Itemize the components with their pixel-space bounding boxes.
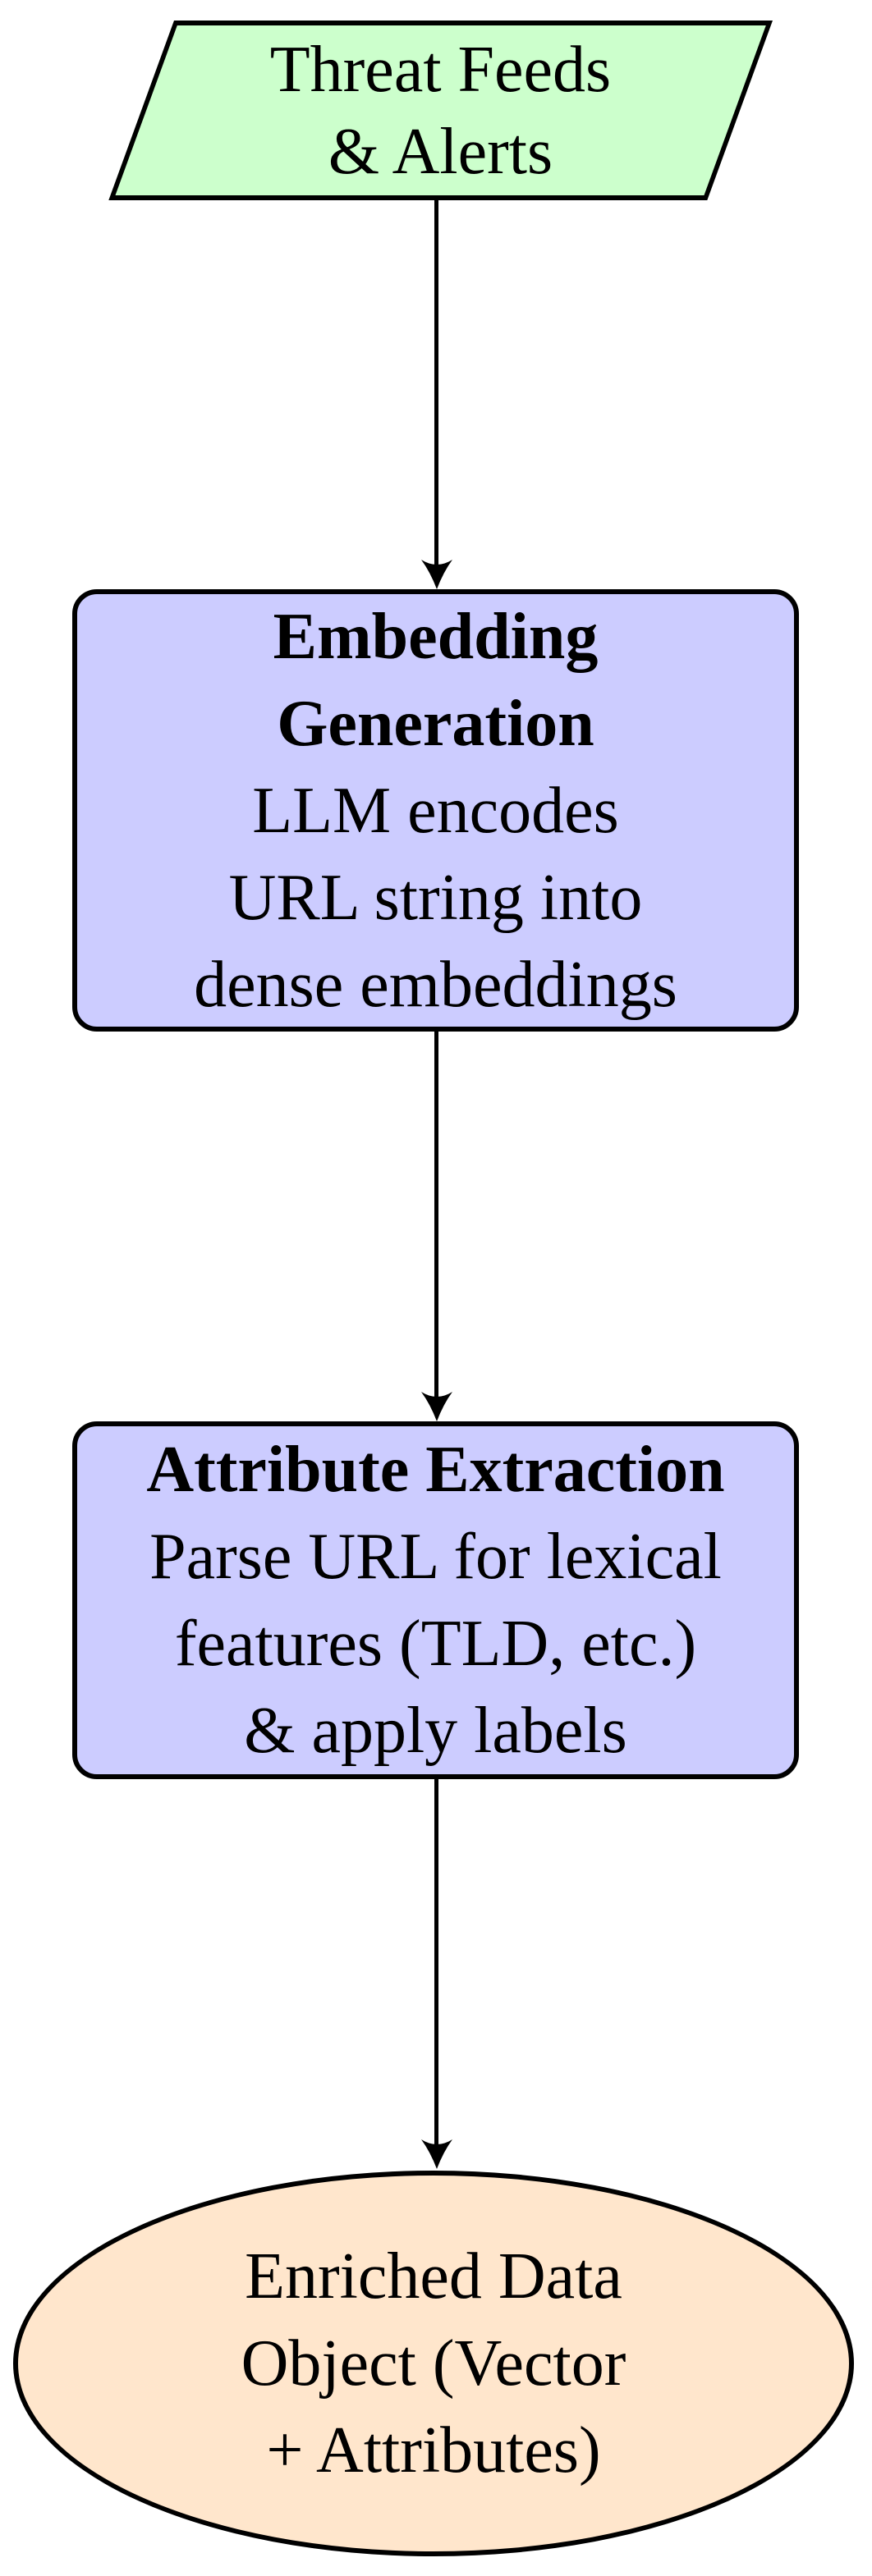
- threat-feeds-node-label: Threat Feeds & Alerts: [108, 21, 773, 200]
- node-label-line: LLM encodes: [252, 774, 619, 847]
- node-title-line: Embedding: [273, 600, 599, 673]
- arrow-stem: [434, 1032, 438, 1401]
- embedding-generation-node-label: Embedding Generation LLM encodes URL str…: [72, 589, 799, 1032]
- arrow-stem: [434, 1779, 438, 2148]
- node-label-line: features (TLD, etc.): [174, 1608, 697, 1680]
- node-label-line: Threat Feeds: [269, 33, 612, 106]
- node-label-line: & Alerts: [328, 115, 553, 188]
- attribute-extraction-node-shape: [72, 1421, 799, 1779]
- enriched-data-object-node-label: Enriched Data Object (Vector + Attribute…: [13, 2171, 854, 2556]
- arrowhead-down-icon: [421, 560, 452, 589]
- node-label-line: dense embeddings: [194, 948, 677, 1021]
- node-label-line: Parse URL for lexical: [149, 1521, 722, 1593]
- attribute-extraction-node-label: Attribute Extraction Parse URL for lexic…: [72, 1421, 799, 1779]
- arrowhead-down-icon: [421, 2139, 452, 2169]
- node-label-line: & apply labels: [244, 1695, 627, 1767]
- node-label-line: URL string into: [228, 861, 643, 934]
- node-label-line: + Attributes): [266, 2414, 601, 2487]
- node-title-line: Generation: [277, 687, 594, 760]
- enriched-data-object-node-shape: [13, 2171, 854, 2556]
- arrow-stem: [434, 200, 438, 570]
- node-title-line: Attribute Extraction: [146, 1434, 725, 1506]
- node-label-line: Object (Vector: [241, 2327, 626, 2400]
- node-label-line: Enriched Data: [245, 2240, 622, 2313]
- embedding-generation-node-shape: [72, 589, 799, 1032]
- arrowhead-down-icon: [421, 1392, 452, 1421]
